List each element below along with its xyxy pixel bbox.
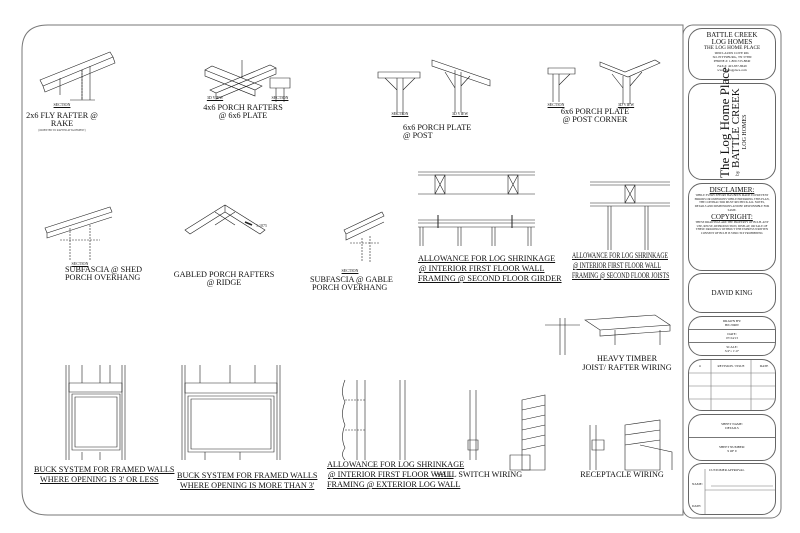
detail-title: 6x6 PORCH PLATE	[560, 107, 630, 116]
3d-view-label: 3D VIEW	[617, 102, 635, 107]
porch-rafters-drawing	[204, 60, 291, 102]
detail-title: ALLOWANCE FOR LOG SHRINKAGE	[572, 251, 668, 260]
customer-approval-box: CUSTOMER APPROVAL NAME: DATE:	[688, 463, 776, 515]
company-name: LOG HOMES	[711, 38, 753, 46]
detail-title: @ POST	[403, 131, 433, 140]
revision-number-header: #	[699, 364, 701, 368]
sheet-name: DETAILS	[725, 426, 739, 430]
buck-small-drawing	[65, 365, 126, 460]
detail-title: 4x6 PORCH RAFTERS	[203, 103, 283, 112]
porch-plate-corner-drawing	[547, 59, 661, 104]
copyright-heading: COPYRIGHT:	[711, 213, 753, 222]
drawn-by: BJC/DRW	[724, 323, 740, 327]
detail-title: ALLOWANCE FOR LOG SHRINKAGE	[327, 460, 465, 469]
company-info-box: BATTLE CREEK LOG HOMES THE LOG HOME PLAC…	[688, 28, 776, 80]
approval-label: CUSTOMER APPROVAL	[709, 468, 745, 472]
scale: 3/4"= 1'-0"	[724, 349, 740, 353]
disclaimer-text: WHILE EVERY EFFORT HAS BEEN MADE TO PREV…	[694, 193, 770, 212]
client-box: DAVID KING	[688, 273, 776, 313]
detail-title: SUBFASCIA @ GABLE	[310, 275, 393, 284]
copyright-text: THESE DRAWINGS ARE THE PROPERTY OF BCLH.…	[695, 220, 769, 235]
section-label: SECTION	[341, 268, 359, 273]
3d-view-label: 3D VIEW	[451, 111, 469, 116]
website: www.thelogplace.com	[717, 67, 747, 72]
section-label: SECTION	[53, 102, 71, 107]
detail-title: RECEPTACLE WIRING	[580, 470, 664, 479]
detail-title: WALL SWITCH WIRING	[433, 470, 523, 479]
title-block-frame	[682, 24, 782, 519]
address-line: SO. PITTSBURG, TN 37380	[712, 55, 752, 60]
approval-date-label: DATE:	[692, 504, 702, 508]
name-label: NAME:	[692, 482, 703, 486]
sheet-number: 9 OF 9	[727, 449, 737, 453]
sheet-name-label: SHEET NAME:	[721, 421, 743, 426]
client-name: DAVID KING	[711, 288, 753, 297]
detail-title: BUCK SYSTEM FOR FRAMED WALLS	[34, 465, 175, 474]
receptacle-drawing	[589, 419, 673, 471]
revision-table: # REVISION / ISSUE DATE	[688, 359, 776, 411]
revision-grid	[689, 360, 775, 410]
fax: FAX #: 423-837-8649	[717, 63, 747, 68]
detail-title: WHERE OPENING IS 3' OR LESS	[40, 475, 159, 484]
date-label: DATE:	[727, 331, 737, 336]
detail-title: WHERE OPENING IS MORE THAN 3'	[180, 481, 315, 490]
sheet-number-label: SHEET NUMBER:	[718, 444, 746, 449]
phone: PHONE #: 1-800-725-8840	[713, 59, 751, 64]
approval-grid	[704, 469, 775, 514]
fly-rafter-drawing	[39, 51, 116, 101]
sheet-border	[21, 24, 684, 516]
detail-title: @ INTERIOR FIRST FLOOR WALL	[573, 261, 661, 270]
date: 07/24/13	[726, 336, 738, 340]
dimension-label: 1.1875	[256, 223, 267, 228]
sheet-info-box: SHEET NAME:DETAILS SHEET NUMBER:9 OF 9	[688, 414, 776, 461]
detail-title: JOIST/ RAFTER WIRING	[582, 363, 672, 372]
detail-title: @ 6x6 PLATE	[218, 111, 268, 120]
scale-label: SCALE:	[726, 344, 738, 349]
detail-title: 2x6 FLY RAFTER @	[26, 111, 98, 120]
drawn-by-label: DRAWN BY:	[722, 318, 742, 323]
buck-large-drawing	[181, 365, 281, 460]
detail-title: PORCH OVERHANG	[312, 283, 388, 292]
detail-title: GABLED PORCH RAFTERS	[173, 270, 275, 279]
detail-title: ALLOWANCE FOR LOG SHRINKAGE	[418, 254, 556, 263]
drawing-info-box: DRAWN BY:BJC/DRW DATE:07/24/13 SCALE:3/4…	[688, 316, 776, 356]
revision-issue-header: REVISION / ISSUE	[717, 364, 745, 368]
detail-title: @ POST CORNER	[562, 115, 628, 124]
disclaimer-box: DISCLAIMER: WHILE EVERY EFFORT HAS BEEN …	[688, 183, 776, 271]
shrinkage-joists-drawing	[590, 181, 670, 250]
detail-title: @ INTERIOR FIRST FLOOR WALL	[328, 470, 454, 479]
company-logo: The Log Home Place by BATTLE CREEK LOG H…	[717, 67, 748, 178]
gabled-ridge-drawing	[184, 204, 266, 235]
detail-title: BUCK SYSTEM FOR FRAMED WALLS	[177, 471, 318, 480]
logo-box: The Log Home Place by BATTLE CREEK LOG H…	[688, 67, 776, 180]
wall-switch-drawing	[467, 390, 546, 471]
section-label: SECTION	[71, 261, 89, 266]
revision-date-header: DATE	[759, 364, 769, 368]
subfascia-shed-drawing	[44, 206, 113, 260]
shrinkage-girder-drawing	[418, 171, 535, 246]
porch-plate-post-drawing	[377, 59, 491, 115]
section-label: SECTION	[271, 95, 289, 100]
detail-title: HEAVY TIMBER	[596, 354, 658, 363]
heavy-timber-drawing	[545, 314, 671, 355]
address-line: 9690 LAUDS COVE RD.	[714, 51, 750, 56]
detail-title: 6x6 PORCH PLATE	[403, 123, 472, 132]
detail-title: @ RIDGE	[206, 278, 242, 287]
detail-title: SUBFASCIA @ SHED	[65, 265, 143, 274]
detail-title: @ INTERIOR FIRST FLOOR WALL	[419, 264, 545, 273]
brand-name: THE LOG HOME PLACE	[703, 45, 761, 51]
detail-title: FRAMING @ SECOND FLOOR GIRDER	[418, 274, 562, 283]
detail-title: FRAMING @ SECOND FLOOR JOISTS	[572, 271, 670, 280]
detail-title: PORCH OVERHANG	[65, 273, 141, 282]
3d-view-label: 3D VIEW	[206, 95, 224, 100]
section-label: SECTION	[547, 102, 565, 107]
detail-title: RAKE	[50, 119, 74, 128]
company-name: BATTLE CREEK	[706, 31, 758, 39]
disclaimer-heading: DISCLAIMER:	[709, 186, 755, 194]
section-label: SECTION	[391, 111, 409, 116]
detail-note: (ORIENTED TO RAFTER ATTACHMENT)	[38, 129, 86, 132]
subfascia-gable-drawing	[343, 211, 385, 262]
shrinkage-logwall-drawing	[342, 379, 406, 461]
detail-title: FRAMING @ EXTERIOR LOG WALL	[327, 480, 461, 489]
